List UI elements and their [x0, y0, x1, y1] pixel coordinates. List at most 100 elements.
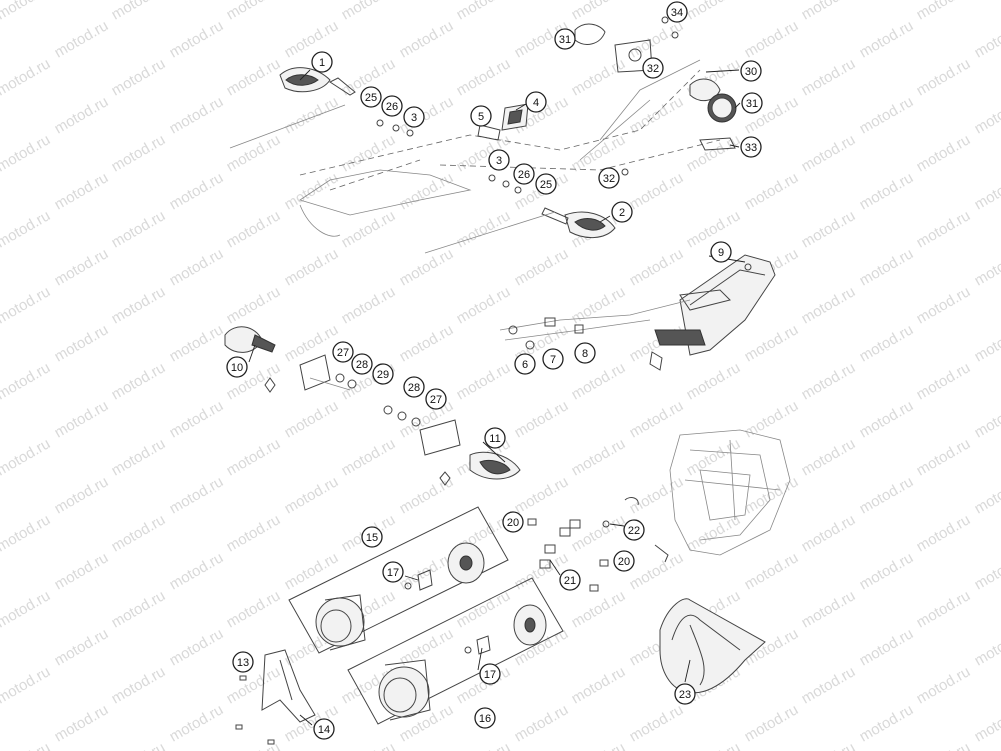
callout-3: 3	[488, 149, 510, 171]
watermark-text: motod.ru	[684, 739, 744, 751]
watermark-text: motod.ru	[109, 207, 169, 251]
watermark-text: motod.ru	[684, 131, 744, 175]
watermark-text: motod.ru	[799, 359, 859, 403]
callout-leader-line	[248, 344, 256, 363]
watermark-text: motod.ru	[224, 55, 284, 99]
watermark-text: motod.ru	[454, 587, 514, 631]
watermark-text: motod.ru	[167, 625, 227, 669]
callout-number: 28	[356, 359, 368, 371]
watermark-text: motod.ru	[742, 321, 802, 365]
watermark-text: motod.ru	[857, 245, 917, 289]
callout-circle	[611, 201, 633, 223]
callout-circle	[403, 376, 425, 398]
callout-14: 14	[299, 714, 335, 740]
callout-circle	[514, 353, 536, 375]
callout-circle	[351, 353, 373, 375]
watermark-text: motod.ru	[397, 473, 457, 517]
watermark-text: motod.ru	[512, 245, 572, 289]
watermark-text: motod.ru	[799, 587, 859, 631]
watermark-text: motod.ru	[0, 55, 53, 99]
callout-leader-line	[477, 647, 483, 671]
watermark-text: motod.ru	[52, 549, 112, 593]
callout-circle	[613, 550, 635, 572]
watermark-text: motod.ru	[454, 739, 514, 751]
watermark-text: motod.ru	[569, 359, 629, 403]
callout-29: 29	[372, 363, 394, 385]
callout-circle	[479, 663, 501, 685]
callout-circle	[674, 683, 696, 705]
callout-34: 34	[666, 1, 688, 23]
callout-circle	[484, 427, 506, 449]
callout-number: 1	[319, 57, 325, 69]
watermark-text: motod.ru	[224, 283, 284, 327]
watermark-text: motod.ru	[0, 739, 53, 751]
watermark-text: motod.ru	[109, 0, 169, 23]
watermark-text: motod.ru	[799, 207, 859, 251]
watermark-text: motod.ru	[224, 207, 284, 251]
callout-circle	[332, 341, 354, 363]
watermark-text: motod.ru	[627, 473, 687, 517]
watermark-text: motod.ru	[0, 283, 53, 327]
watermark-text: motod.ru	[742, 549, 802, 593]
watermark-text: motod.ru	[224, 511, 284, 555]
watermark-text: motod.ru	[914, 207, 974, 251]
watermark-text: motod.ru	[972, 397, 1001, 441]
callout-25: 25	[360, 86, 382, 108]
callout-17: 17	[477, 647, 501, 685]
callout-number: 8	[582, 348, 588, 360]
watermark-text: motod.ru	[0, 587, 53, 631]
watermark-text: motod.ru	[914, 587, 974, 631]
watermark-text: motod.ru	[52, 93, 112, 137]
callout-circle	[311, 51, 333, 73]
watermark-text: motod.ru	[512, 473, 572, 517]
watermark-text: motod.ru	[282, 473, 342, 517]
watermark-text: motod.ru	[224, 663, 284, 707]
callout-27: 27	[332, 341, 354, 363]
callout-circle	[226, 356, 248, 378]
watermark-text: motod.ru	[569, 131, 629, 175]
watermark-text: motod.ru	[799, 739, 859, 751]
callout-23: 23	[674, 659, 696, 705]
callout-circle	[740, 136, 762, 158]
callout-number: 30	[745, 66, 757, 78]
watermark-text: motod.ru	[0, 511, 53, 555]
callout-circle	[382, 561, 404, 583]
watermark-text: motod.ru	[339, 131, 399, 175]
callout-number: 17	[484, 669, 496, 681]
watermark-text: motod.ru	[972, 93, 1001, 137]
watermark-text: motod.ru	[914, 435, 974, 479]
callout-30: 30	[705, 60, 762, 82]
watermark-text: motod.ru	[109, 663, 169, 707]
watermark-text: motod.ru	[684, 0, 744, 23]
callout-25: 25	[535, 173, 557, 195]
callout-circle	[642, 57, 664, 79]
watermark-text: motod.ru	[742, 169, 802, 213]
callout-number: 11	[489, 433, 500, 445]
callout-circle	[403, 106, 425, 128]
watermark-text: motod.ru	[627, 17, 687, 61]
callout-circle	[525, 91, 547, 113]
callout-2: 2	[599, 201, 633, 223]
callout-31: 31	[734, 92, 763, 114]
watermark-text: motod.ru	[569, 511, 629, 555]
watermark-text: motod.ru	[512, 397, 572, 441]
watermark-text: motod.ru	[799, 663, 859, 707]
watermark-text: motod.ru	[914, 359, 974, 403]
callout-number: 26	[518, 169, 530, 181]
callout-circle	[623, 519, 645, 541]
parts-drawing	[224, 16, 791, 745]
watermark-text: motod.ru	[627, 169, 687, 213]
callout-circle	[488, 149, 510, 171]
callout-number: 3	[496, 155, 502, 167]
callout-number: 5	[478, 111, 484, 123]
watermark-text: motod.ru	[569, 587, 629, 631]
watermark-text: motod.ru	[569, 0, 629, 23]
callout-circle	[470, 105, 492, 127]
watermark-text: motod.ru	[972, 473, 1001, 517]
callout-leader-line	[482, 441, 506, 463]
callout-10: 10	[226, 344, 256, 378]
watermark-text: motod.ru	[0, 0, 53, 23]
watermark-text: motod.ru	[52, 169, 112, 213]
watermark-text: motod.ru	[569, 435, 629, 479]
callout-leader-line	[299, 69, 311, 81]
